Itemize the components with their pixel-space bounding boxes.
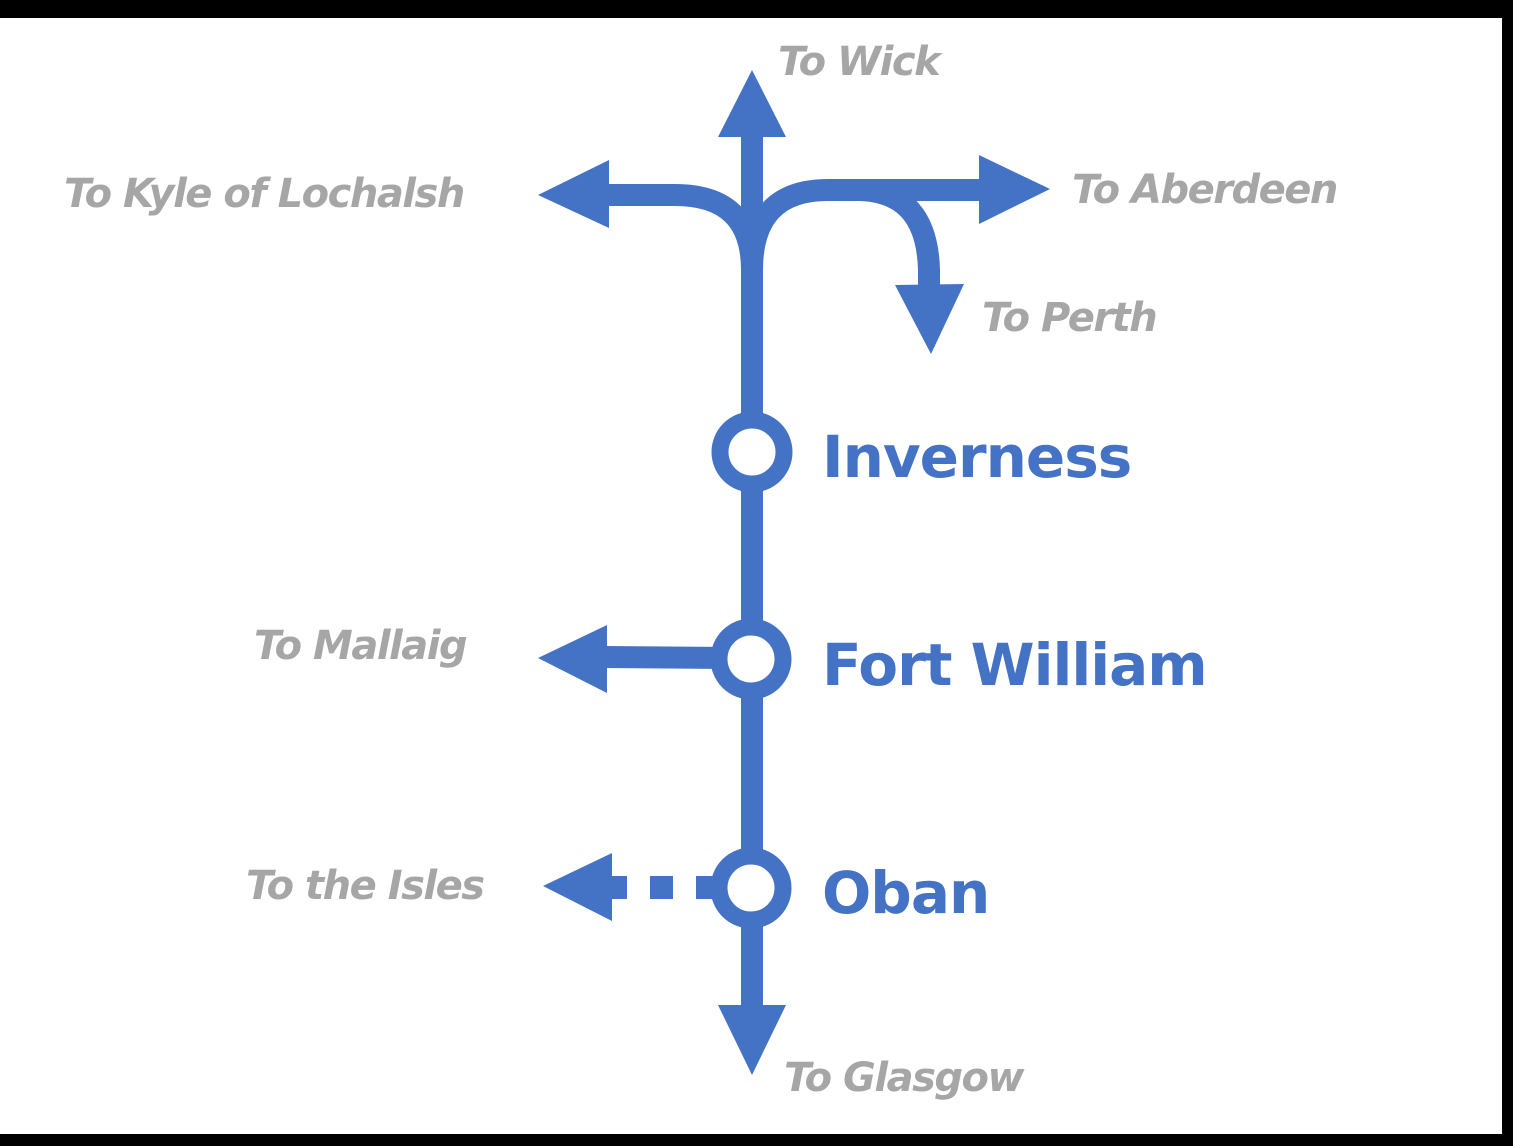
arrow-down-right-icon [895, 284, 964, 354]
station-label-fort-william: Fort William [822, 631, 1208, 699]
station-label-inverness: Inverness [822, 423, 1132, 491]
destination-label-aberdeen: To Aberdeen [1072, 167, 1338, 213]
arrow-left-icon [538, 160, 609, 228]
station-label-oban: Oban [822, 859, 990, 927]
station-marker-fort-william[interactable] [710, 618, 792, 700]
dash-segment [612, 876, 627, 899]
destination-label-mallaig: To Mallaig [254, 623, 468, 669]
arrow-left-icon [543, 853, 612, 921]
station-marker-inverness[interactable] [711, 411, 793, 493]
branch-perth [828, 179, 940, 290]
destination-label-isles: To the Isles [246, 863, 485, 909]
branch-kyle [600, 184, 763, 271]
destination-label-kyle: To Kyle of Lochalsh [64, 171, 465, 217]
dash-segment [650, 876, 673, 899]
destination-label-glasgow: To Glasgow [784, 1055, 1024, 1101]
station-marker-oban[interactable] [710, 847, 792, 929]
arrow-left-icon [538, 625, 607, 693]
destination-label-wick: To Wick [778, 39, 941, 85]
arrow-up-icon [718, 70, 786, 137]
arrow-down-icon [718, 1005, 786, 1075]
branch-mallaig [599, 646, 731, 669]
arrow-right-icon [979, 155, 1050, 224]
branch-aberdeen [741, 179, 990, 271]
main-line [741, 130, 763, 1010]
destination-label-perth: To Perth [982, 295, 1158, 341]
